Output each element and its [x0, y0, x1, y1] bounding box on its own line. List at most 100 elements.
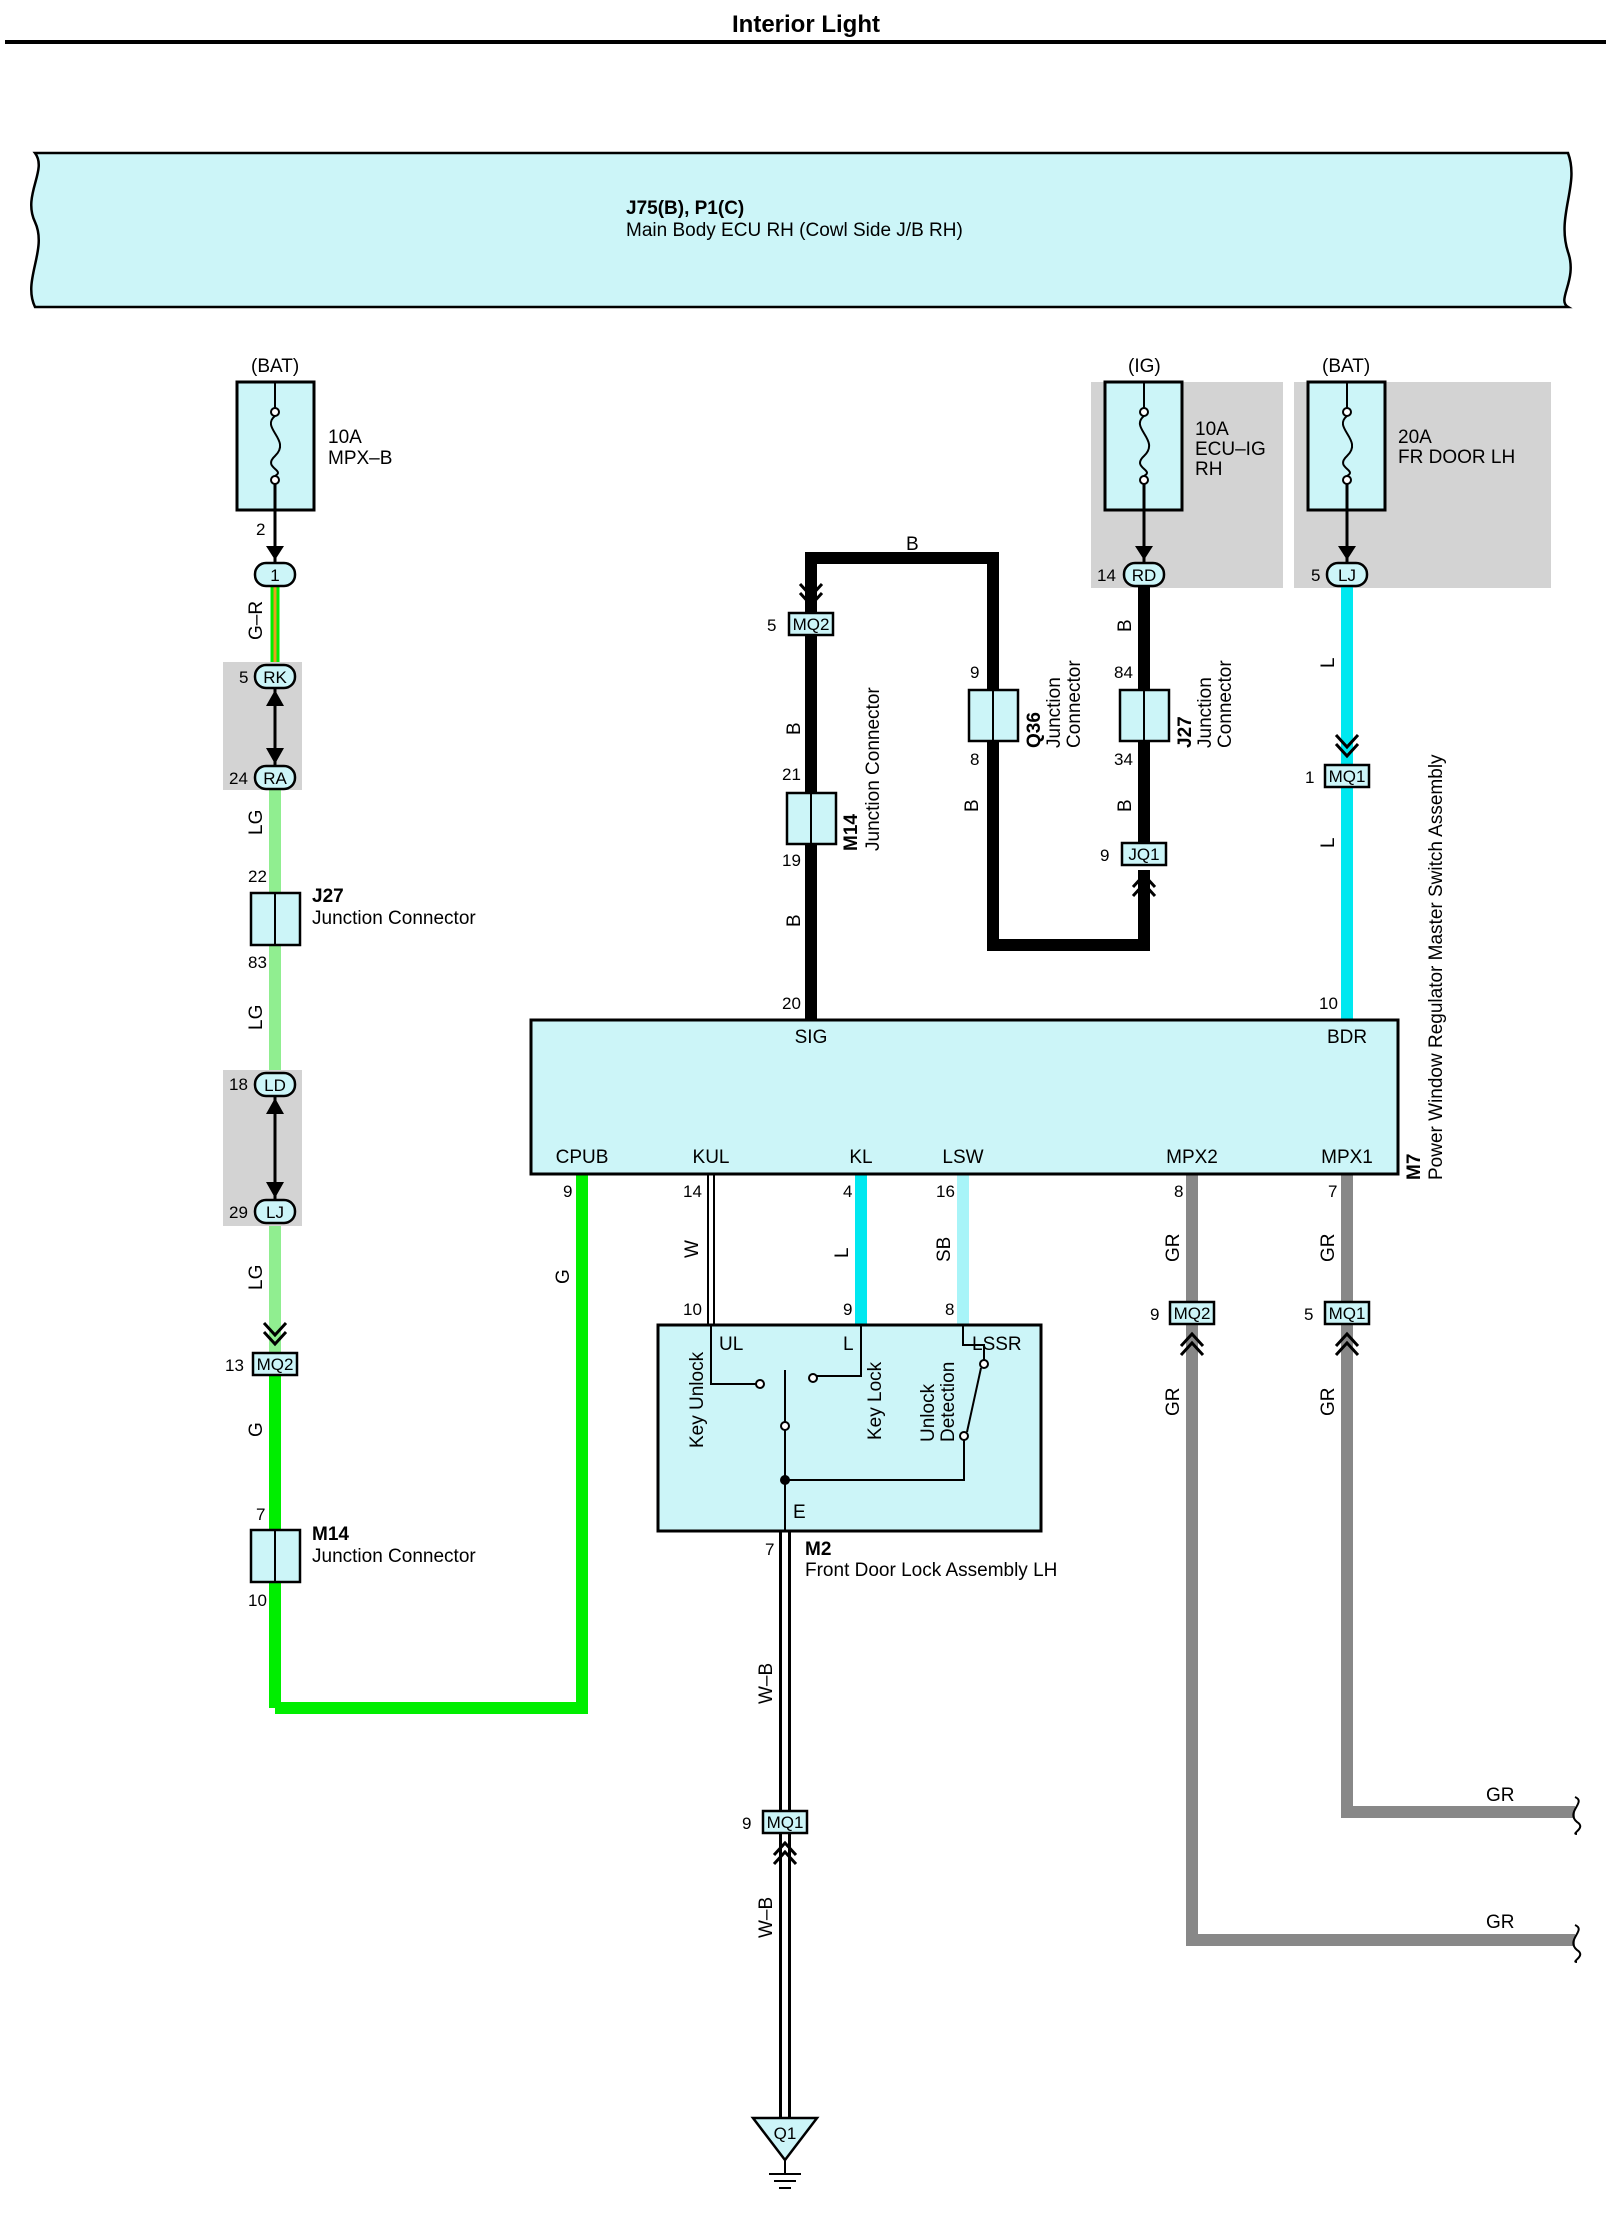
label-l-1: L — [1318, 657, 1339, 668]
pin-mpx2: 8 — [1174, 1182, 1183, 1201]
label-lg-2: LG — [246, 1005, 267, 1030]
svg-text:M7: M7 — [1404, 1154, 1425, 1180]
m2-assembly: 10 9 8 UL L LSSR E Key Unlock Key Lock U… — [656, 1300, 1057, 1581]
svg-text:JQ1: JQ1 — [1128, 845, 1159, 864]
svg-text:5: 5 — [767, 616, 776, 635]
svg-text:8: 8 — [970, 750, 979, 769]
svg-text:J27: J27 — [312, 886, 344, 907]
junction-j27-left: 22 83 J27 Junction Connector — [248, 867, 476, 972]
svg-text:84: 84 — [1114, 663, 1133, 682]
connector-mq2-top: MQ2 5 — [767, 558, 835, 637]
pin-cpub: 9 — [563, 1182, 572, 1201]
wire-b-top — [805, 552, 1150, 1020]
connector-arrow-rk-ra — [266, 688, 284, 766]
label-l-kl: L — [832, 1247, 853, 1258]
connector-mq2-low: MQ2 9 — [1150, 1300, 1216, 1357]
main-body-ecu: J75(B), P1(C) Main Body ECU RH (Cowl Sid… — [30, 151, 1573, 309]
svg-text:20: 20 — [782, 994, 801, 1013]
connector-mq1-right: MQ1 1 — [1305, 733, 1371, 789]
svg-text:Key Lock: Key Lock — [865, 1361, 886, 1440]
svg-text:Junction Connector: Junction Connector — [312, 1546, 476, 1567]
connector-rd: RD 14 — [1097, 561, 1166, 588]
junction-m14-center: 21 19 M14 Junction Connector — [782, 687, 884, 870]
label-wb-2: W–B — [756, 1897, 777, 1938]
svg-text:MPX2: MPX2 — [1166, 1147, 1218, 1168]
svg-text:BDR: BDR — [1327, 1027, 1367, 1048]
svg-text:7: 7 — [765, 1540, 774, 1559]
svg-text:7: 7 — [256, 1505, 265, 1524]
label-gr-4: GR — [1318, 1388, 1339, 1417]
svg-text:9: 9 — [970, 663, 979, 682]
svg-text:E: E — [793, 1502, 806, 1523]
svg-text:20A: 20A — [1398, 427, 1432, 448]
svg-text:MQ2: MQ2 — [1174, 1304, 1211, 1323]
svg-text:10: 10 — [248, 1591, 267, 1610]
svg-text:5: 5 — [1311, 566, 1320, 585]
label-gr: G–R — [246, 601, 267, 640]
svg-text:13: 13 — [225, 1356, 244, 1375]
svg-text:9: 9 — [742, 1814, 751, 1833]
wire-break-gr-bottom — [1572, 1924, 1582, 1963]
svg-text:9: 9 — [1100, 846, 1109, 865]
label-lg-3: LG — [246, 1265, 267, 1290]
svg-text:MQ1: MQ1 — [1329, 767, 1366, 786]
pin-kl: 4 — [843, 1182, 852, 1201]
pin-mpx1: 7 — [1328, 1182, 1337, 1201]
svg-text:10A: 10A — [1195, 419, 1229, 440]
svg-text:10A: 10A — [328, 427, 362, 448]
fuse-ecu-ig-rh: (IG) 10A ECU–IG RH — [1103, 356, 1266, 564]
ecu-codes: J75(B), P1(C) — [626, 198, 744, 219]
label-gr-1: GR — [1163, 1234, 1184, 1263]
diagram-title: Interior Light — [732, 11, 880, 38]
svg-text:21: 21 — [782, 765, 801, 784]
svg-text:14: 14 — [1097, 566, 1116, 585]
svg-text:MQ1: MQ1 — [767, 1813, 804, 1832]
svg-text:Junction: Junction — [1195, 677, 1216, 748]
svg-text:RH: RH — [1195, 459, 1222, 480]
label-w-kul: W — [682, 1240, 703, 1258]
svg-text:KL: KL — [849, 1147, 872, 1168]
svg-text:5: 5 — [1304, 1305, 1313, 1324]
wire-break-gr-top — [1572, 1796, 1582, 1835]
svg-text:18: 18 — [229, 1075, 248, 1094]
label-b-top: B — [906, 534, 919, 555]
svg-text:MPX–B: MPX–B — [328, 448, 392, 469]
svg-text:M14: M14 — [312, 1524, 349, 1545]
label-g-cpub: G — [553, 1269, 574, 1284]
connector-lj-right: LJ 5 — [1311, 561, 1369, 588]
svg-text:J27: J27 — [1175, 716, 1196, 748]
junction-q36: 9 8 Q36 Junction Connector — [967, 660, 1085, 769]
junction-m14-left: 7 10 M14 Junction Connector — [248, 1505, 476, 1610]
svg-text:RD: RD — [1132, 566, 1157, 585]
svg-text:FR DOOR LH: FR DOOR LH — [1398, 447, 1515, 468]
connector-mq2-left: MQ2 13 — [225, 1321, 299, 1377]
svg-text:KUL: KUL — [693, 1147, 730, 1168]
pin-kul: 14 — [683, 1182, 702, 1201]
svg-text:LD: LD — [264, 1076, 286, 1095]
label-gr-3: GR — [1163, 1388, 1184, 1417]
junction-j27-right: 84 34 J27 Junction Connector — [1114, 660, 1236, 769]
connector-mq1-bottom: MQ1 9 — [742, 1809, 809, 1866]
svg-text:10: 10 — [1319, 994, 1338, 1013]
svg-text:RK: RK — [263, 668, 287, 687]
svg-text:M2: M2 — [805, 1539, 831, 1560]
svg-text:LJ: LJ — [266, 1203, 284, 1222]
connector-lj-left: LJ 29 — [229, 1198, 297, 1225]
label-b-5: B — [1115, 799, 1136, 812]
svg-text:SIG: SIG — [795, 1027, 828, 1048]
connector-rk: RK 5 — [239, 663, 297, 690]
label-b-4: B — [1115, 619, 1136, 632]
label-b-2: B — [784, 914, 805, 927]
wire-gr-mpx2 — [1186, 1174, 1575, 1946]
label-g-left: G — [246, 1422, 267, 1437]
svg-text:MQ1: MQ1 — [1329, 1304, 1366, 1323]
connector-arrow-ld-lj — [266, 1096, 284, 1200]
svg-text:Connector: Connector — [1064, 660, 1085, 748]
label-wb-1: W–B — [756, 1663, 777, 1704]
connector-1: 1 2 — [253, 520, 297, 588]
svg-text:CPUB: CPUB — [556, 1147, 609, 1168]
fuse-mpx-b: (BAT) 10A MPX–B — [235, 356, 392, 564]
label-l-2: L — [1318, 837, 1339, 848]
pin-lsw: 16 — [936, 1182, 955, 1201]
label-gr-5: GR — [1486, 1785, 1515, 1806]
